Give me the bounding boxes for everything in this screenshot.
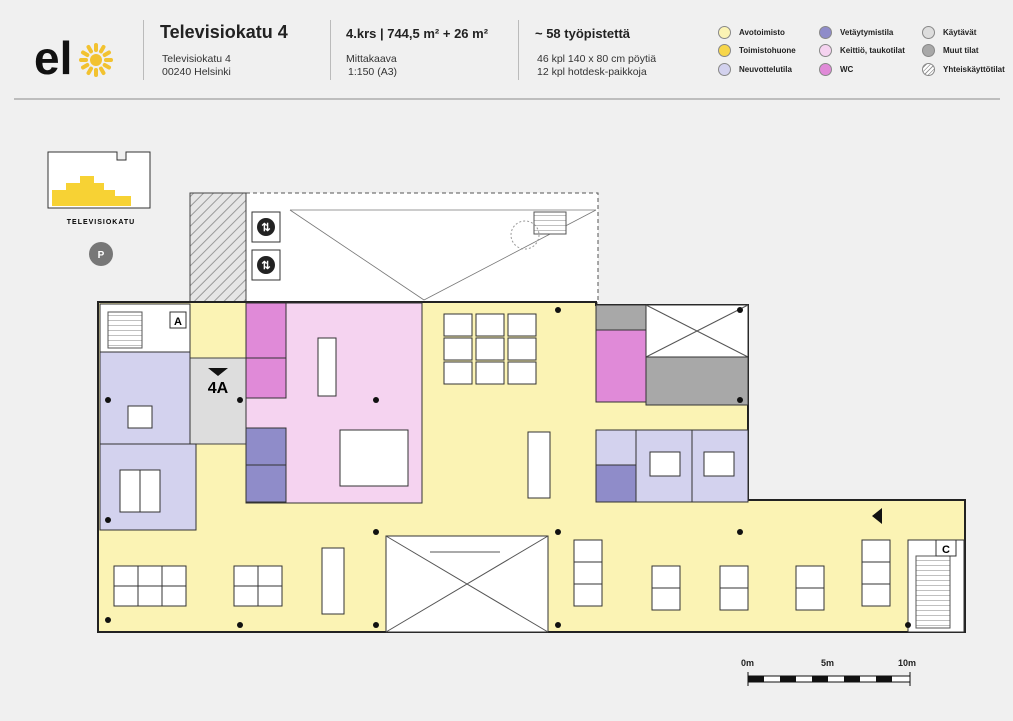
header: el Televisiokatu 4 Televisiokatu 4 00240… (0, 0, 1013, 100)
legend-swatch (922, 26, 935, 39)
scale-tick-label: 0m (741, 658, 755, 668)
legend-item: Vetäytymistila (819, 26, 893, 39)
floor-plan: TELEVISIOKATU P ⇅ ⇅ A 4A (47, 151, 966, 686)
legend-swatch (718, 63, 731, 76)
legend-item: WC (819, 63, 853, 76)
elevator-icon: ⇅ (251, 249, 281, 281)
svg-text:⇅: ⇅ (261, 260, 270, 272)
key-map: TELEVISIOKATU (47, 151, 151, 226)
scale-value: 1:150 (A3) (348, 66, 398, 78)
legend-item: Muut tilat (922, 44, 979, 57)
legend-item: Yhteiskäyttötilat (922, 63, 1005, 76)
floor-area: 4.krs | 744,5 m² + 26 m² (346, 26, 489, 41)
svg-text:⇅: ⇅ (261, 222, 270, 234)
legend-swatch (819, 63, 832, 76)
key-map-label: TELEVISIOKATU (67, 219, 135, 226)
legend-item: Käytävät (922, 26, 976, 39)
postal-code: 00240 Helsinki (162, 66, 231, 78)
desk-count: 46 kpl 140 x 80 cm pöytiä (537, 53, 657, 65)
legend-item: Keittiö, taukotilat (819, 44, 905, 57)
legend-item: Neuvottelutila (718, 63, 792, 76)
scale-tick-label: 10m (898, 658, 917, 668)
legend-swatch (922, 44, 935, 57)
scale-tick-label: 5m (821, 658, 835, 668)
hotdesk-count: 12 kpl hotdesk-paikkoja (537, 66, 647, 78)
legend-swatch (718, 44, 731, 57)
legend-swatch (819, 26, 832, 39)
scale-label: Mittakaava (346, 53, 397, 65)
header-divider (14, 98, 1000, 100)
svg-text:P: P (98, 250, 105, 261)
workstations: ~ 58 työpistettä (535, 26, 631, 41)
logo-text: el (34, 36, 72, 80)
legend-item: Avotoimisto (718, 26, 785, 39)
street: Televisiokatu 4 (162, 53, 231, 65)
elevator-icon: ⇅ (251, 211, 281, 243)
address-title: Televisiokatu 4 (160, 22, 288, 42)
compass-icon: P (89, 242, 113, 266)
elo-logo: el (34, 36, 113, 80)
legend-item: Toimistohuone (718, 44, 796, 57)
stair-4a-label: 4A (208, 380, 229, 397)
stair-c-label: C (942, 544, 950, 556)
legend-swatch (819, 44, 832, 57)
stair-a-label: A (174, 316, 182, 328)
legend-swatch (922, 63, 935, 76)
legend-swatch (718, 26, 731, 39)
scale-bar (747, 672, 911, 686)
